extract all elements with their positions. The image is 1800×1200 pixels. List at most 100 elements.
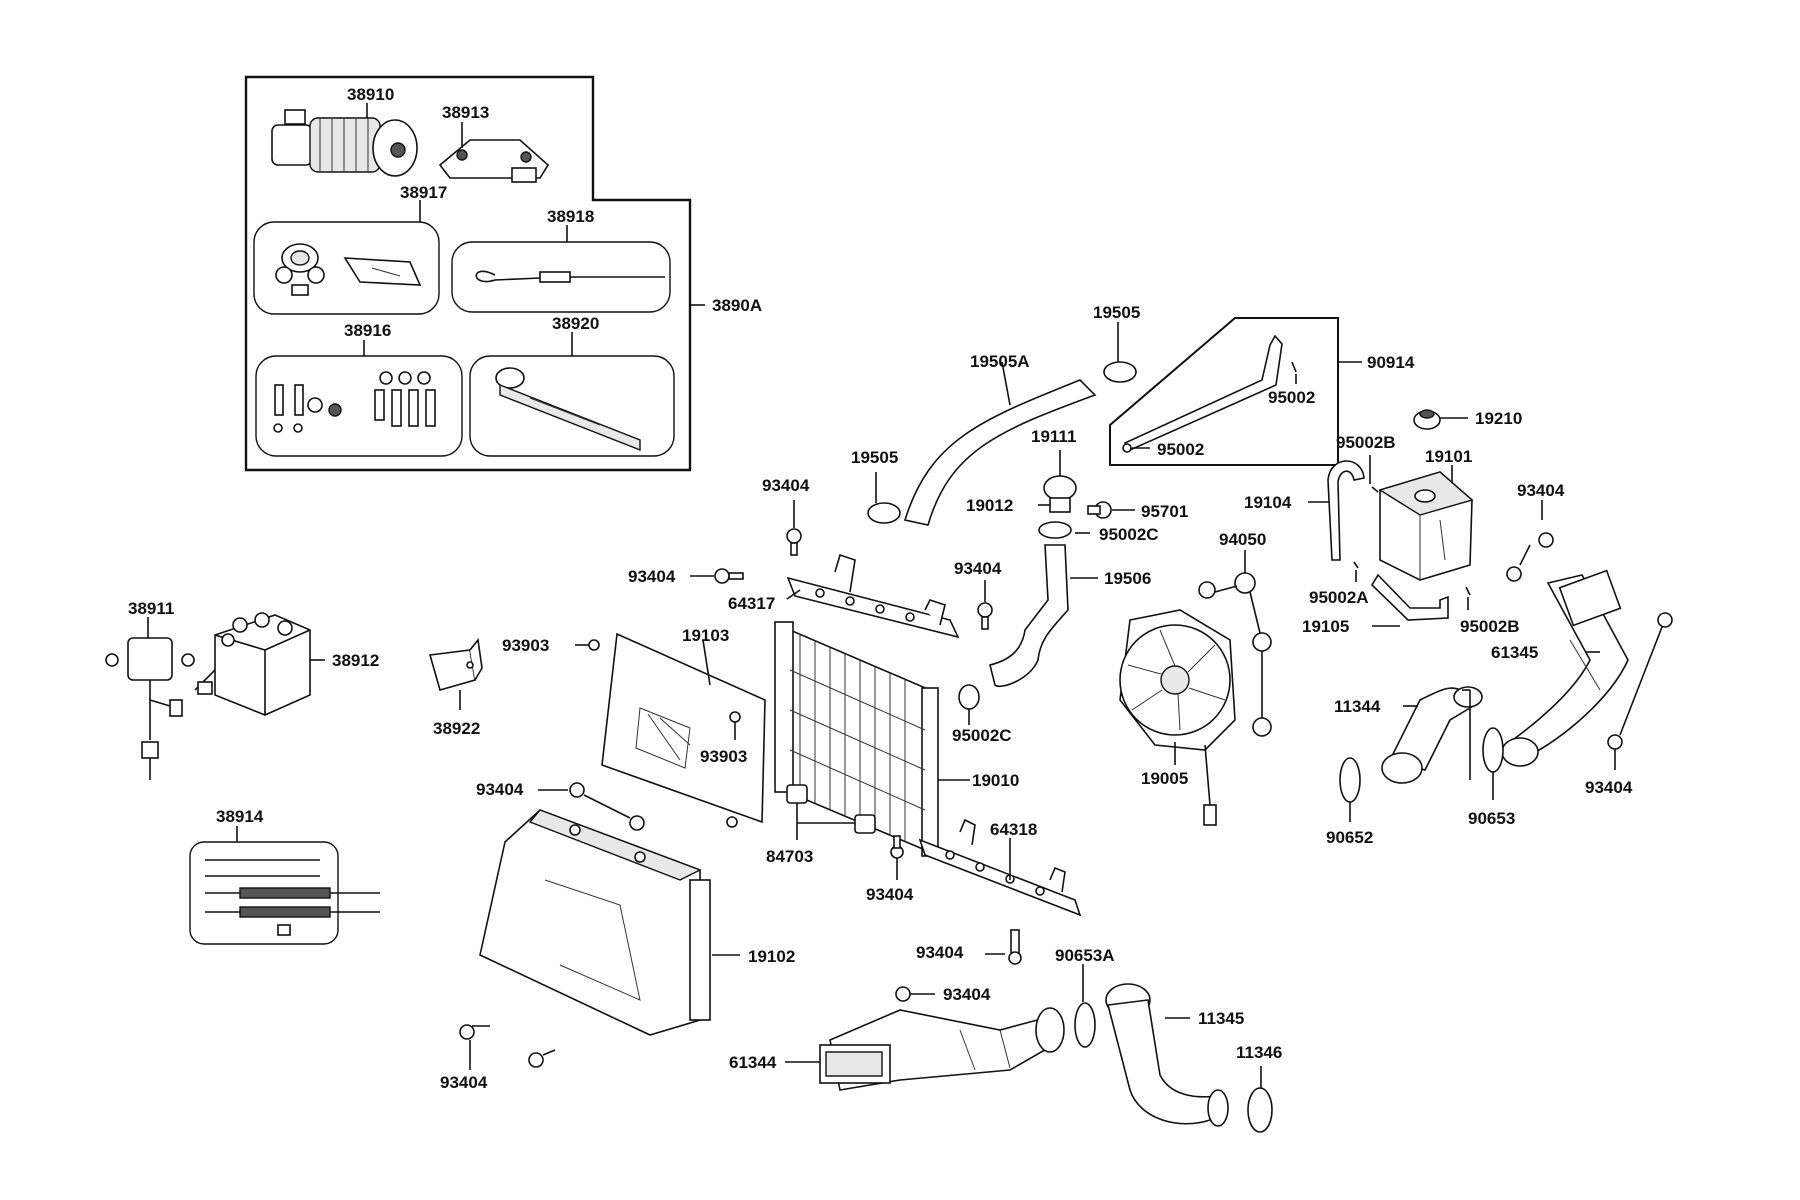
callout-19506: 19506: [1104, 569, 1151, 588]
callout-93404-f: 93404: [440, 1073, 488, 1092]
callout-64318: 64318: [990, 820, 1037, 839]
callout-19105: 19105: [1302, 617, 1349, 636]
callout-93903-a: 93903: [502, 636, 549, 655]
bolt-93404-e: [569, 782, 738, 831]
callout-93404-h: 93404: [916, 943, 964, 962]
hose-11344: [1381, 686, 1483, 784]
callout-11345: 11345: [1198, 1009, 1244, 1028]
callout-3890A: 3890A: [712, 296, 762, 315]
contactor-38912: [194, 612, 311, 716]
callout-93404-d: 93404: [866, 885, 914, 904]
fan-19005: [1119, 609, 1236, 826]
clamp-95002A: [1353, 561, 1359, 569]
callout-93404-a: 93404: [762, 476, 810, 495]
callout-93404-b: 93404: [628, 567, 676, 586]
callout-93404-e: 93404: [476, 780, 524, 799]
radiator-19010: [774, 621, 939, 857]
callout-19505-b: 19505: [1093, 303, 1140, 322]
bracket-38922: [428, 638, 483, 691]
cable-kit-38914: [189, 841, 380, 945]
clamp-90652: [1339, 757, 1361, 803]
callout-19005: 19005: [1141, 769, 1188, 788]
bolt-93404-b: [714, 568, 744, 584]
callout-90653: 90653: [1468, 809, 1515, 828]
callout-90653A: 90653A: [1055, 946, 1115, 965]
bolt-93404-h: [1008, 929, 1022, 965]
callout-11346: 11346: [1236, 1043, 1282, 1062]
bolt-93404-d: [890, 835, 904, 859]
bolt-95701: [1087, 501, 1112, 519]
callout-38910: 38910: [347, 85, 394, 104]
bolt-93404-i: [1506, 532, 1554, 582]
fan-shroud-19102: [479, 809, 711, 1036]
callout-19210: 19210: [1475, 409, 1522, 428]
air-duct-61344: [819, 1007, 1065, 1091]
shackle-and-fairlead: [275, 243, 422, 296]
bolt-93404-j: [1607, 612, 1673, 750]
air-duct-61345: [1501, 569, 1629, 767]
callout-19103: 19103: [682, 626, 729, 645]
clamp-19505-a: [867, 502, 901, 524]
winch-kit-group: 3890A 38910 38913: [244, 75, 762, 472]
winch-mount-plate: [438, 139, 550, 183]
bolt-93404-a: [786, 528, 802, 556]
bolt-93404-c: [977, 602, 993, 630]
clamp-95002C-b: [958, 684, 980, 710]
callout-93404-i: 93404: [1517, 481, 1565, 500]
callout-95002A: 95002A: [1309, 588, 1369, 607]
callout-11344: 11344: [1334, 697, 1381, 716]
winch-motor: [271, 109, 418, 177]
callout-95002-a: 95002: [1268, 388, 1315, 407]
screw-93903-a: [588, 639, 600, 651]
hose-19105: [1370, 573, 1449, 621]
callout-94050: 94050: [1219, 530, 1266, 549]
callout-38912: 38912: [332, 651, 379, 670]
radiator-seal-19103: [601, 632, 766, 824]
cap-19210: [1413, 409, 1441, 430]
callout-19505-a: 19505: [851, 448, 898, 467]
callout-93903-b: 93903: [700, 747, 747, 766]
lower-bracket-64318: [918, 818, 1082, 917]
callout-38911: 38911: [128, 599, 174, 618]
thermostat-19111: [1043, 475, 1077, 513]
callout-93404-c: 93404: [954, 559, 1002, 578]
callout-95002C-a: 95002C: [1099, 525, 1159, 544]
callout-95002B-b: 95002B: [1460, 617, 1520, 636]
clamp-90653A: [1074, 1002, 1096, 1048]
callout-38916: 38916: [344, 321, 391, 340]
callout-38918: 38918: [547, 207, 594, 226]
callout-95002-b: 95002: [1157, 440, 1204, 459]
callout-95701: 95701: [1141, 502, 1188, 521]
hose-11345: [1105, 983, 1229, 1127]
clamp-90653: [1462, 689, 1504, 780]
callout-19101: 19101: [1425, 447, 1472, 466]
bolt-93404-f: [459, 1024, 544, 1068]
clamp-19505-b: [1103, 361, 1137, 383]
callout-61344: 61344: [729, 1053, 777, 1072]
callout-90914: 90914: [1367, 353, 1415, 372]
callout-38922: 38922: [433, 719, 480, 738]
callout-38913: 38913: [442, 103, 489, 122]
hardware-bolts: [273, 371, 436, 433]
upper-bracket-64317: [786, 553, 960, 639]
callout-19104: 19104: [1244, 493, 1292, 512]
winch-cable: [475, 270, 665, 283]
clamp-95002B-a: [1371, 486, 1379, 493]
clamp-95002C-a: [1038, 521, 1072, 539]
hose-19505A: [903, 379, 1097, 526]
clamp-11346: [1247, 1087, 1273, 1133]
callout-38920: 38920: [552, 314, 599, 333]
callout-19012: 19012: [966, 496, 1013, 515]
callout-84703: 84703: [766, 847, 813, 866]
callout-38914: 38914: [216, 807, 264, 826]
hose-19104: [1327, 460, 1365, 561]
callout-93404-g: 93404: [943, 985, 991, 1004]
overflow-hose-group: [1109, 317, 1339, 466]
callout-19111: 19111: [1031, 427, 1076, 446]
clamp-95002B-b: [1465, 586, 1471, 596]
screw-93903-b: [729, 711, 741, 723]
callout-19505A: 19505A: [970, 352, 1030, 371]
callout-93404-j: 93404: [1585, 778, 1633, 797]
reservoir-19101: [1378, 471, 1474, 581]
